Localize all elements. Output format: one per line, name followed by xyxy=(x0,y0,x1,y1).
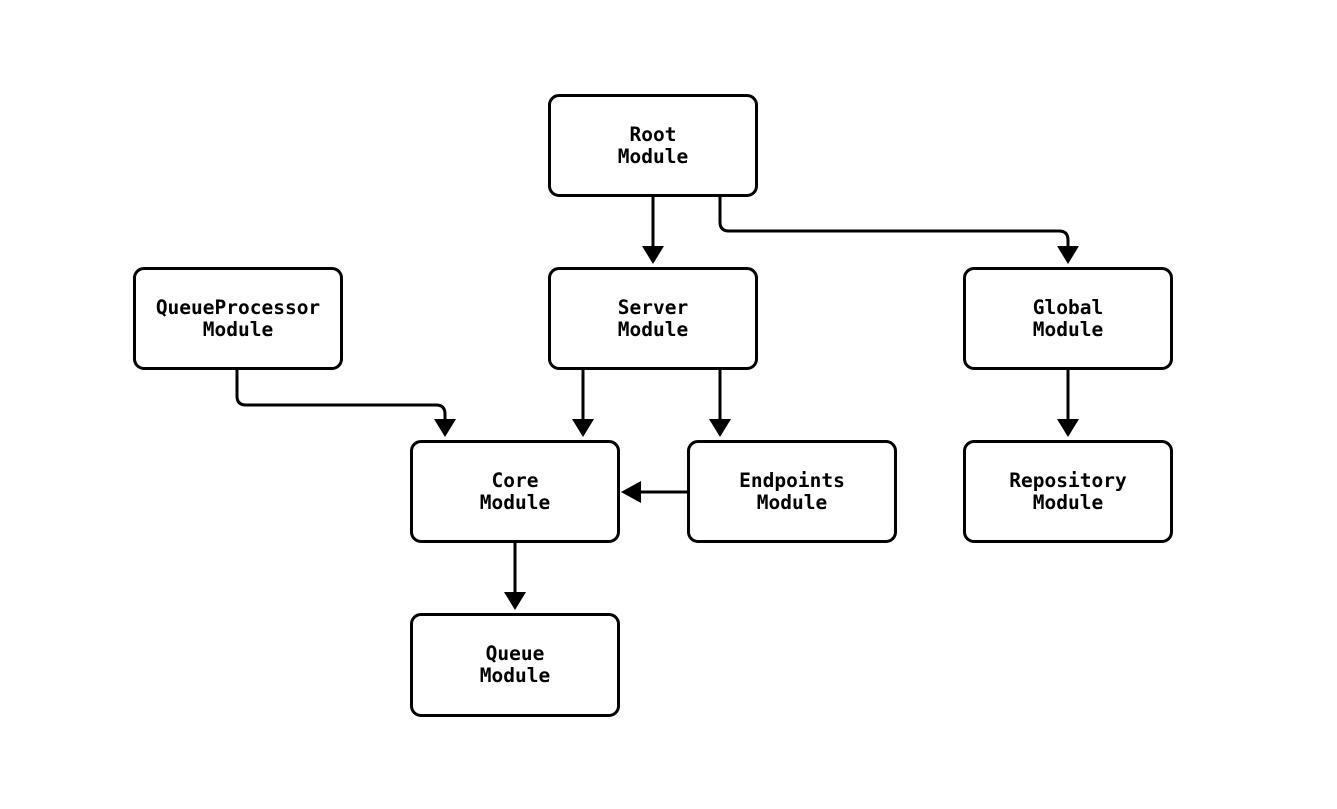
node-queueprocessor-module-line1: QueueProcessor xyxy=(155,295,321,319)
edge-root-to-global xyxy=(718,197,1079,264)
edge-queueprocessor-to-core xyxy=(235,370,456,437)
node-server-module-line2: Module xyxy=(617,317,689,341)
edge-core-to-queue xyxy=(504,543,526,610)
node-global-module-line2: Module xyxy=(1032,317,1104,341)
node-repository-module-line2: Module xyxy=(1032,490,1104,514)
node-server-module-line1: Server xyxy=(617,295,689,319)
edge-server-to-core xyxy=(572,370,594,437)
node-core-module[interactable]: Core Module xyxy=(410,440,620,543)
node-global-module-line1: Global xyxy=(1032,295,1104,319)
node-queueprocessor-module-line2: Module xyxy=(202,317,274,341)
node-endpoints-module[interactable]: Endpoints Module xyxy=(687,440,897,543)
node-repository-module-line1: Repository xyxy=(1009,468,1127,492)
node-root-module-line2: Module xyxy=(617,144,689,168)
node-endpoints-module-line1: Endpoints xyxy=(739,468,845,492)
edge-endpoints-to-core xyxy=(621,481,687,503)
edge-global-to-repository xyxy=(1057,370,1079,437)
node-server-module[interactable]: Server Module xyxy=(548,267,758,370)
node-queueprocessor-module[interactable]: QueueProcessor Module xyxy=(133,267,343,370)
node-core-module-line2: Module xyxy=(479,490,551,514)
node-queue-module-line2: Module xyxy=(479,664,551,687)
node-core-module-line1: Core xyxy=(491,468,539,492)
edge-root-to-server xyxy=(642,197,664,264)
node-global-module[interactable]: Global Module xyxy=(963,267,1173,370)
edge-server-to-endpoints xyxy=(709,370,731,437)
node-queue-module-line1: Queue xyxy=(485,642,545,665)
node-repository-module[interactable]: Repository Module xyxy=(963,440,1173,543)
node-root-module[interactable]: Root Module xyxy=(548,94,758,197)
node-endpoints-module-line2: Module xyxy=(756,490,828,514)
node-root-module-line1: Root xyxy=(629,122,677,146)
node-queue-module[interactable]: Queue Module xyxy=(410,613,620,717)
